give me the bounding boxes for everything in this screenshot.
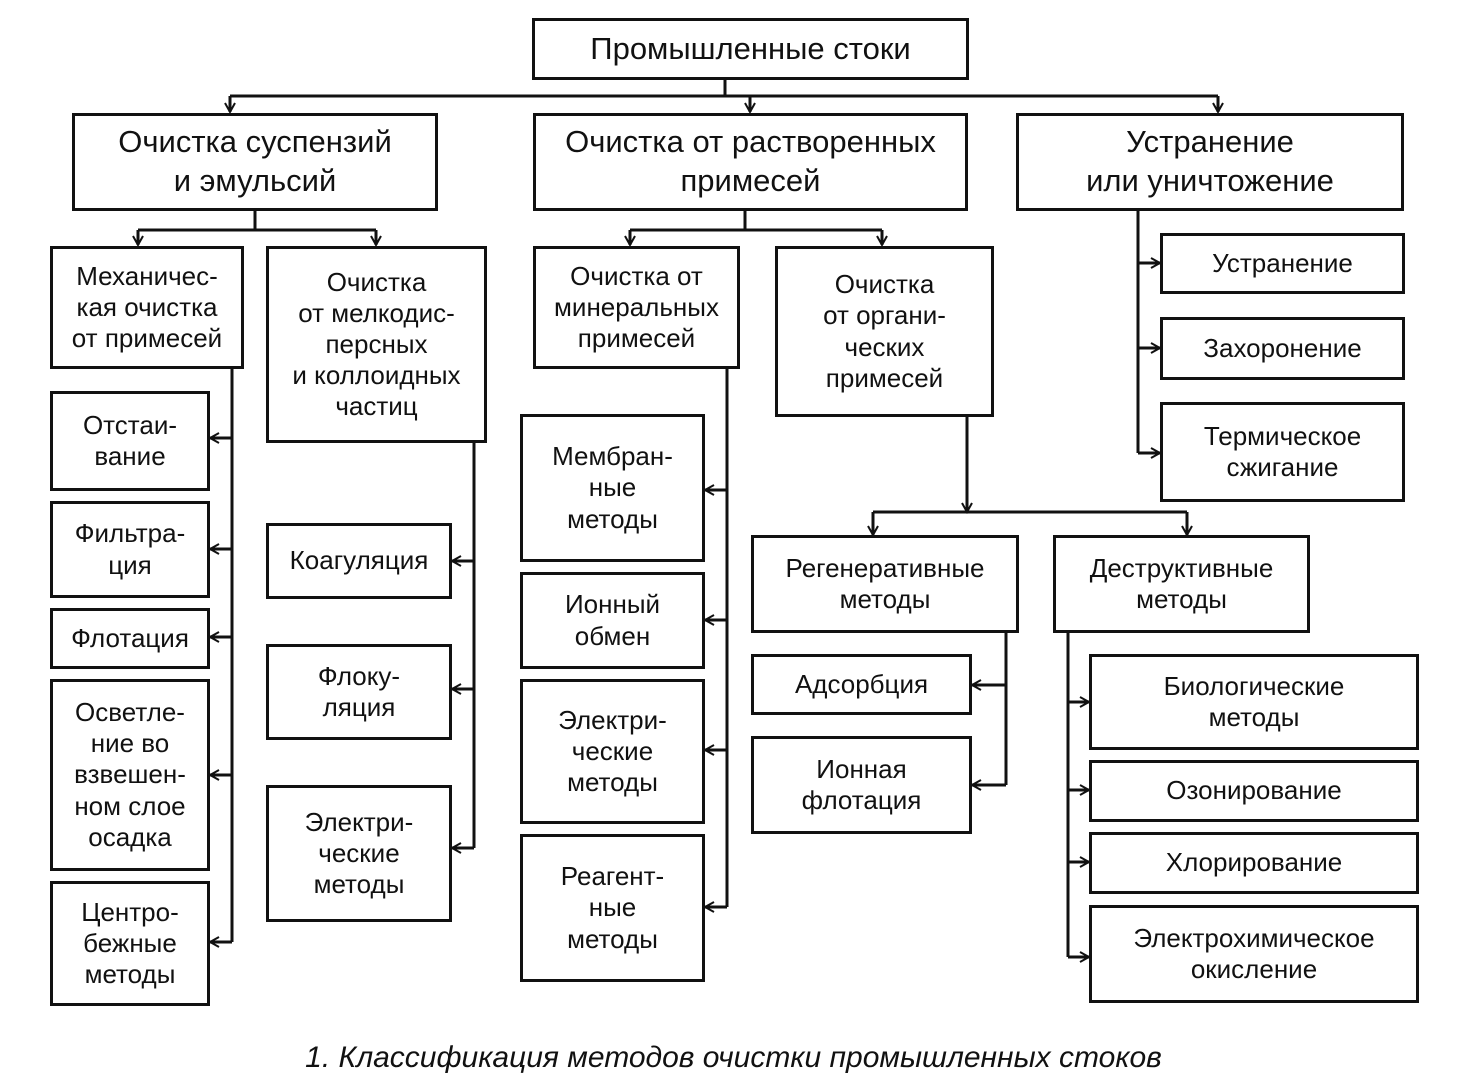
item-elimination: Устранение — [1160, 233, 1405, 294]
item-ion-exchange: Ионный обмен — [520, 572, 705, 669]
node-suspensions: Очистка суспензий и эмульсий — [72, 113, 438, 211]
item-adsorption: Адсорбция — [751, 654, 972, 715]
item-thermal-incineration: Термическое сжигание — [1160, 402, 1405, 502]
item-filtration: Фильтра- ция — [50, 501, 210, 598]
item-coagulation: Коагуляция — [266, 523, 452, 599]
root-node: Промышленные стоки — [532, 18, 969, 80]
node-organic: Очистка от органи- ческих примесей — [775, 246, 994, 417]
node-mechanical: Механичес- кая очистка от примесей — [50, 246, 244, 369]
item-flotation: Флотация — [50, 608, 210, 669]
node-regenerative: Регенеративные методы — [751, 535, 1019, 633]
item-reagent: Реагент- ные методы — [520, 834, 705, 982]
item-centrifugal: Центро- бежные методы — [50, 881, 210, 1006]
node-dissolved: Очистка от растворенных примесей — [533, 113, 968, 211]
node-removal: Устранение или уничтожение — [1016, 113, 1404, 211]
item-flocculation: Флоку- ляция — [266, 644, 452, 740]
item-ozonation: Озонирование — [1089, 760, 1419, 822]
item-electrochemical-oxidation: Электрохимическое окисление — [1089, 905, 1419, 1003]
item-ion-flotation: Ионная флотация — [751, 736, 972, 834]
item-biological: Биологические методы — [1089, 654, 1419, 750]
node-mineral: Очистка от минеральных примесей — [533, 246, 740, 369]
item-electric-mineral: Электри- ческие методы — [520, 679, 705, 824]
item-clarification: Осветле- ние во взвешен- ном слое осадка — [50, 679, 210, 871]
item-settling: Отстаи- вание — [50, 391, 210, 491]
node-destructive: Деструктивные методы — [1053, 535, 1310, 633]
item-electric-colloid: Электри- ческие методы — [266, 785, 452, 922]
item-membrane: Мембран- ные методы — [520, 414, 705, 562]
figure-caption: 1. Классификация методов очистки промышл… — [305, 1041, 1162, 1074]
node-colloid: Очистка от мелкодис- персных и коллоидны… — [266, 246, 487, 443]
item-burial: Захоронение — [1160, 317, 1405, 380]
item-chlorination: Хлорирование — [1089, 832, 1419, 894]
